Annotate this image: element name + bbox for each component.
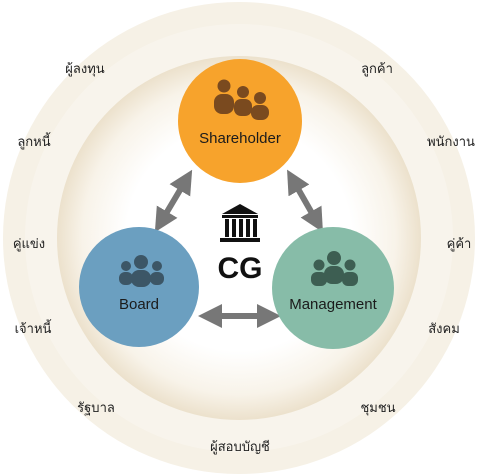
stakeholder-competitors: คู่แข่ง [13, 237, 45, 252]
stakeholder-investors: ผู้ลงทุน [65, 62, 105, 77]
stakeholder-debtors: ลูกหนี้ [17, 132, 51, 150]
people-icon [214, 79, 269, 120]
stakeholder-government: รัฐบาล [77, 401, 115, 416]
board-label: Board [119, 296, 159, 313]
stakeholder-auditors: ผู้สอบบัญชี [210, 439, 270, 455]
people-icon [119, 255, 164, 287]
node-board: Board [79, 227, 199, 347]
management-label: Management [289, 296, 377, 313]
management-circle [272, 227, 394, 349]
stakeholder-customers: ลูกค้า [361, 62, 393, 77]
stakeholder-employees: พนักงาน [427, 135, 475, 150]
people-icon [311, 251, 358, 286]
node-management: Management [272, 227, 394, 349]
stakeholder-creditors: เจ้าหนี้ [15, 319, 52, 337]
arrow-shareholder-board [154, 169, 193, 233]
shareholder-label: Shareholder [199, 130, 281, 147]
stakeholder-partners: คู่ค้า [447, 237, 472, 252]
shareholder-circle [178, 59, 302, 183]
node-shareholder: Shareholder [178, 59, 302, 183]
stakeholder-community: ชุมชน [360, 401, 395, 416]
stakeholder-society: สังคม [428, 322, 460, 337]
bank-icon [220, 204, 260, 242]
center-cg-label: CG [218, 252, 263, 285]
arrow-shareholder-management [287, 169, 323, 233]
